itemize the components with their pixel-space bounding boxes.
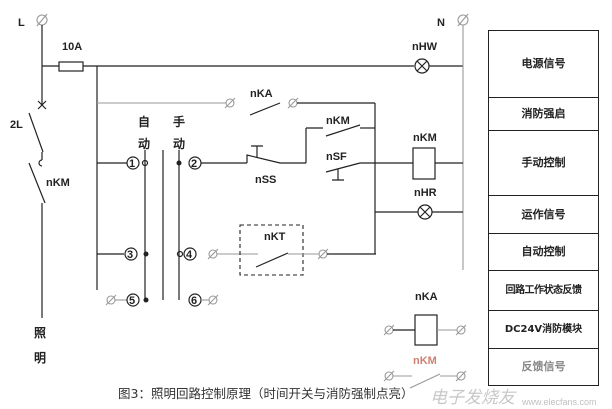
nKM-feedback-contact-icon xyxy=(409,373,441,389)
svg-text:6: 6 xyxy=(191,295,197,307)
terminal-icon xyxy=(287,97,299,109)
nHW-label: nHW xyxy=(412,41,438,53)
auto-label-1: 自 xyxy=(138,114,150,129)
table-row: 手动控制 xyxy=(489,131,598,196)
auto-label-2: 动 xyxy=(138,137,150,151)
terminal-1: 1 xyxy=(126,156,140,170)
terminal-icon xyxy=(383,324,395,336)
table-row: 自动控制 xyxy=(489,234,598,271)
terminal-icon xyxy=(36,13,48,27)
phase-label: L xyxy=(18,17,25,29)
nSF-label: nSF xyxy=(326,151,347,163)
terminal-icon xyxy=(224,97,236,109)
breaker-mark-icon xyxy=(37,100,47,110)
watermark-brand: 电子发烧友 xyxy=(430,388,515,408)
table-row: 回路工作状态反馈 xyxy=(489,271,598,311)
nKT-contact-icon xyxy=(255,252,289,268)
nKM-contact-icon xyxy=(325,124,361,137)
terminal-icon xyxy=(317,248,329,260)
svg-text:2: 2 xyxy=(191,158,197,170)
table-row: DC24V消防模块 xyxy=(489,311,598,349)
svg-text:5: 5 xyxy=(129,295,135,307)
terminal-icon xyxy=(207,248,219,260)
nKM-coil-label: nKM xyxy=(413,132,437,144)
manual-label-1: 手 xyxy=(173,114,185,129)
nKT-label: nKT xyxy=(264,231,286,243)
nKA-contact-label: nKA xyxy=(250,88,273,100)
lighting-label-1: 照 xyxy=(34,325,46,340)
figure-caption: 图3：照明回路控制原理（时间开关与消防强制点亮） xyxy=(118,386,414,401)
nKA-coil-icon xyxy=(414,314,438,346)
nSF-pushbutton-icon xyxy=(325,162,361,181)
terminal-icon xyxy=(455,324,467,336)
switch-nKM-label: nKM xyxy=(46,177,70,189)
manual-label-2: 动 xyxy=(173,137,185,151)
terminal-icon xyxy=(383,370,395,382)
terminal-3: 3 xyxy=(124,247,138,261)
svg-text:3: 3 xyxy=(127,249,133,261)
table-row: 消防强启 xyxy=(489,98,598,131)
switch-2L-label: 2L xyxy=(10,119,23,131)
terminal-icon xyxy=(105,294,117,306)
nKT-timer-box xyxy=(239,224,304,276)
terminal-icon xyxy=(455,370,467,382)
watermark-url: www.elecfans.com xyxy=(522,397,597,407)
neutral-label: N xyxy=(437,17,445,29)
nKA-coil-label: nKA xyxy=(415,291,438,303)
lighting-label-2: 明 xyxy=(34,351,46,365)
nKM-coil-icon xyxy=(412,147,436,180)
terminal-6: 6 xyxy=(188,293,202,307)
fuse-label: 10A xyxy=(62,41,82,53)
nKA-contact-icon xyxy=(249,102,281,116)
nKM-contact-label: nKM xyxy=(326,115,350,127)
svg-text:1: 1 xyxy=(129,158,135,170)
nSS-label: nSS xyxy=(255,174,276,186)
table-row: 反馈信号 xyxy=(521,360,566,373)
terminal-2: 2 xyxy=(188,156,202,170)
switch-nKM-icon xyxy=(28,162,46,204)
lamp-icon xyxy=(414,58,430,74)
nHR-label: nHR xyxy=(414,187,437,199)
function-table: 电源信号 消防强启 手动控制 运作信号 自动控制 回路工作状态反馈 DC24V消… xyxy=(488,30,599,386)
svg-text:4: 4 xyxy=(186,249,193,261)
terminal-icon xyxy=(457,13,469,27)
switch-2L-icon xyxy=(28,112,44,153)
lamp-icon xyxy=(417,204,433,220)
terminal-5: 5 xyxy=(126,293,140,307)
nSS-pushbutton-icon xyxy=(246,145,306,164)
nKM-feedback-label: nKM xyxy=(413,355,437,367)
fuse-icon xyxy=(58,61,84,72)
table-row: 运作信号 xyxy=(489,196,598,234)
table-row: 电源信号 xyxy=(489,31,598,98)
terminal-4: 4 xyxy=(183,247,197,261)
terminal-icon xyxy=(207,294,219,306)
